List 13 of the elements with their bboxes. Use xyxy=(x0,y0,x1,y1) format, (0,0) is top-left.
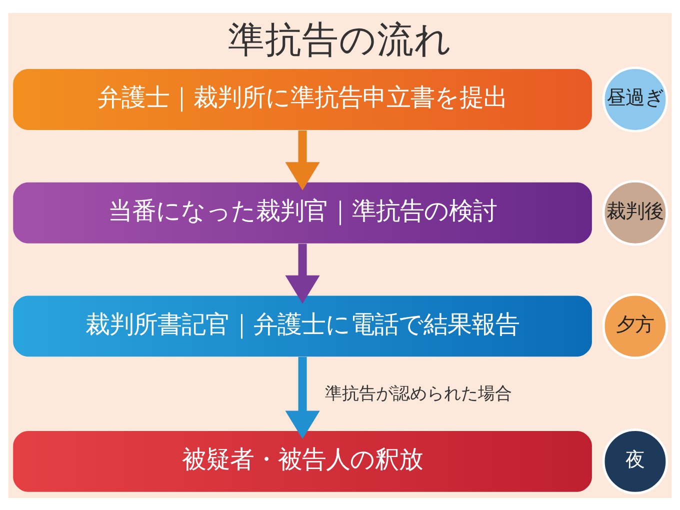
diagram-title: 準抗告の流れ xyxy=(228,17,452,60)
arrow xyxy=(285,356,320,438)
edge-label: 準抗告が認められた場合 xyxy=(325,383,512,404)
node-box: 弁護士｜裁判所に準抗告申立書を提出 xyxy=(13,68,592,130)
node-label: 昼過ぎ xyxy=(606,86,664,109)
arrow xyxy=(285,130,320,190)
node-box: 被疑者・被告人の釈放 xyxy=(13,430,592,492)
node-box: 裁判所書記官｜弁護士に電話で結果報告 xyxy=(13,295,592,356)
node-box: 当番になった裁判官｜準抗告の検討 xyxy=(13,182,592,243)
arrow xyxy=(285,243,320,304)
node-label: 裁判後 xyxy=(606,198,664,222)
node-label: 夜 xyxy=(626,448,645,471)
node-label: 夕方 xyxy=(616,312,654,336)
